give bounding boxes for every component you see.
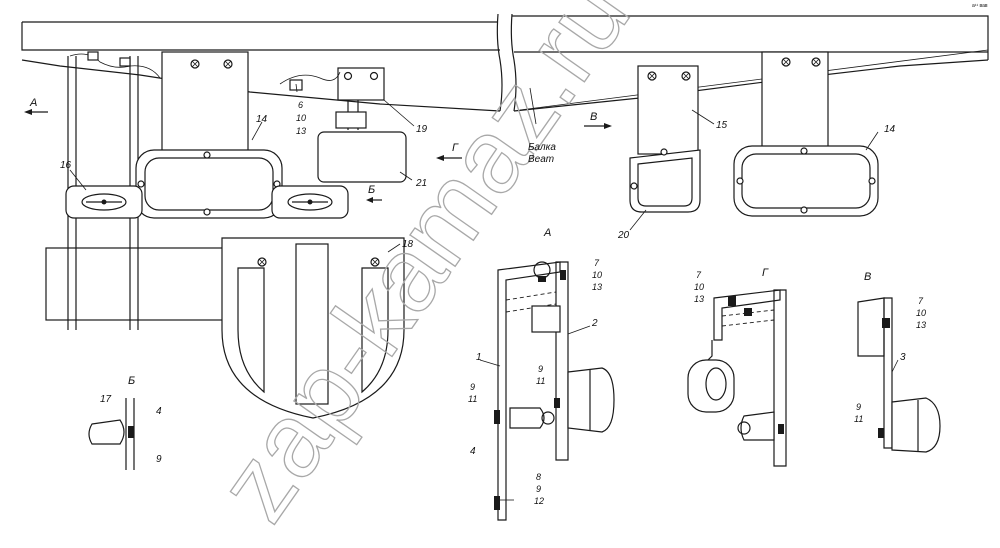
- callout-8: 8: [536, 472, 541, 482]
- side-marker-view-a: [509, 407, 545, 429]
- view-a-title: А: [543, 227, 551, 239]
- callout-9-a: 9: [536, 484, 541, 494]
- callout-9-f: 9: [156, 454, 162, 465]
- view-arrow-g-label: Г: [452, 142, 459, 154]
- callout-10-a: 10: [296, 113, 306, 123]
- beam-label-en: Beam: [528, 154, 554, 165]
- callout-13-c: 13: [694, 294, 704, 304]
- callout-13-a: 13: [296, 126, 306, 136]
- callout-3: 3: [900, 352, 906, 363]
- lamp-view-v: [891, 397, 941, 453]
- callout-7-a: 7: [594, 258, 600, 268]
- bracket-14: [761, 51, 829, 151]
- callout-17: 17: [100, 394, 112, 405]
- callout-11-b: 11: [536, 376, 545, 386]
- callout-9-c: 9: [470, 382, 475, 392]
- callout-12: 12: [534, 496, 544, 506]
- leader-lines: [69, 83, 899, 373]
- mud-flap-shield: [221, 237, 405, 419]
- bumper-block: [45, 247, 237, 321]
- callout-4-a: 4: [470, 446, 476, 457]
- lamp-bracket-plate: [161, 51, 249, 157]
- callout-1: 1: [476, 352, 482, 363]
- corner-code: а¹¹ вав: [972, 3, 988, 9]
- bracket-19: [337, 67, 385, 101]
- view-g-title: Г: [762, 267, 769, 279]
- callout-11-c: 11: [468, 394, 477, 404]
- callout-16: 16: [60, 160, 72, 171]
- callout-10-d: 10: [916, 308, 926, 318]
- callout-10-b: 10: [592, 270, 602, 280]
- callout-2: 2: [591, 318, 598, 329]
- callout-7-d: 7: [918, 296, 924, 306]
- bracket-15: [637, 65, 699, 155]
- callout-4-b: 4: [156, 406, 162, 417]
- view-g-section: [687, 289, 787, 467]
- wire-clip: [87, 51, 99, 61]
- callout-11-d: 11: [854, 414, 863, 424]
- callout-19: 19: [416, 124, 428, 135]
- lamp-view-a: [567, 367, 615, 433]
- view-arrows: [24, 109, 612, 203]
- rear-lamp-right: [733, 145, 879, 217]
- callout-7-c: 7: [696, 270, 702, 280]
- view-b-section: [88, 398, 135, 470]
- view-arrow-v-label: В: [590, 111, 597, 123]
- labels: а¹¹ вав А Г Б В А Б Г В Балка Beam 14 6 …: [29, 3, 988, 506]
- callout-13-b: 13: [592, 282, 602, 292]
- side-marker-view-b: [88, 419, 125, 445]
- view-v-section: [857, 297, 941, 453]
- callout-10-c: 10: [694, 282, 704, 292]
- callout-18: 18: [402, 239, 414, 250]
- callout-21: 21: [415, 178, 427, 189]
- view-arrow-a-label: А: [29, 97, 37, 109]
- view-b-title: Б: [128, 375, 135, 387]
- callout-15: 15: [716, 120, 728, 131]
- callout-9-b: 9: [538, 364, 543, 374]
- beam-label-ru: Балка: [528, 142, 556, 153]
- rear-lamp: [135, 149, 283, 219]
- callout-14-right: 14: [884, 124, 896, 135]
- side-marker-view-g: [740, 411, 775, 441]
- view-arrow-b-label: Б: [368, 184, 375, 196]
- lamp-21: [317, 131, 407, 183]
- callout-20: 20: [617, 230, 630, 241]
- lamp-view-g: [687, 359, 735, 413]
- lamp-20: [629, 149, 701, 213]
- callout-14-left: 14: [256, 114, 268, 125]
- wire-clip: [119, 57, 131, 67]
- callout-13-d: 13: [916, 320, 926, 330]
- callout-6: 6: [298, 100, 303, 110]
- right-light-assembly: [629, 51, 879, 217]
- left-light-assembly: [45, 51, 407, 330]
- view-a-section: [494, 261, 615, 521]
- callout-9-d: 9: [856, 402, 861, 412]
- view-v-title: В: [864, 271, 871, 283]
